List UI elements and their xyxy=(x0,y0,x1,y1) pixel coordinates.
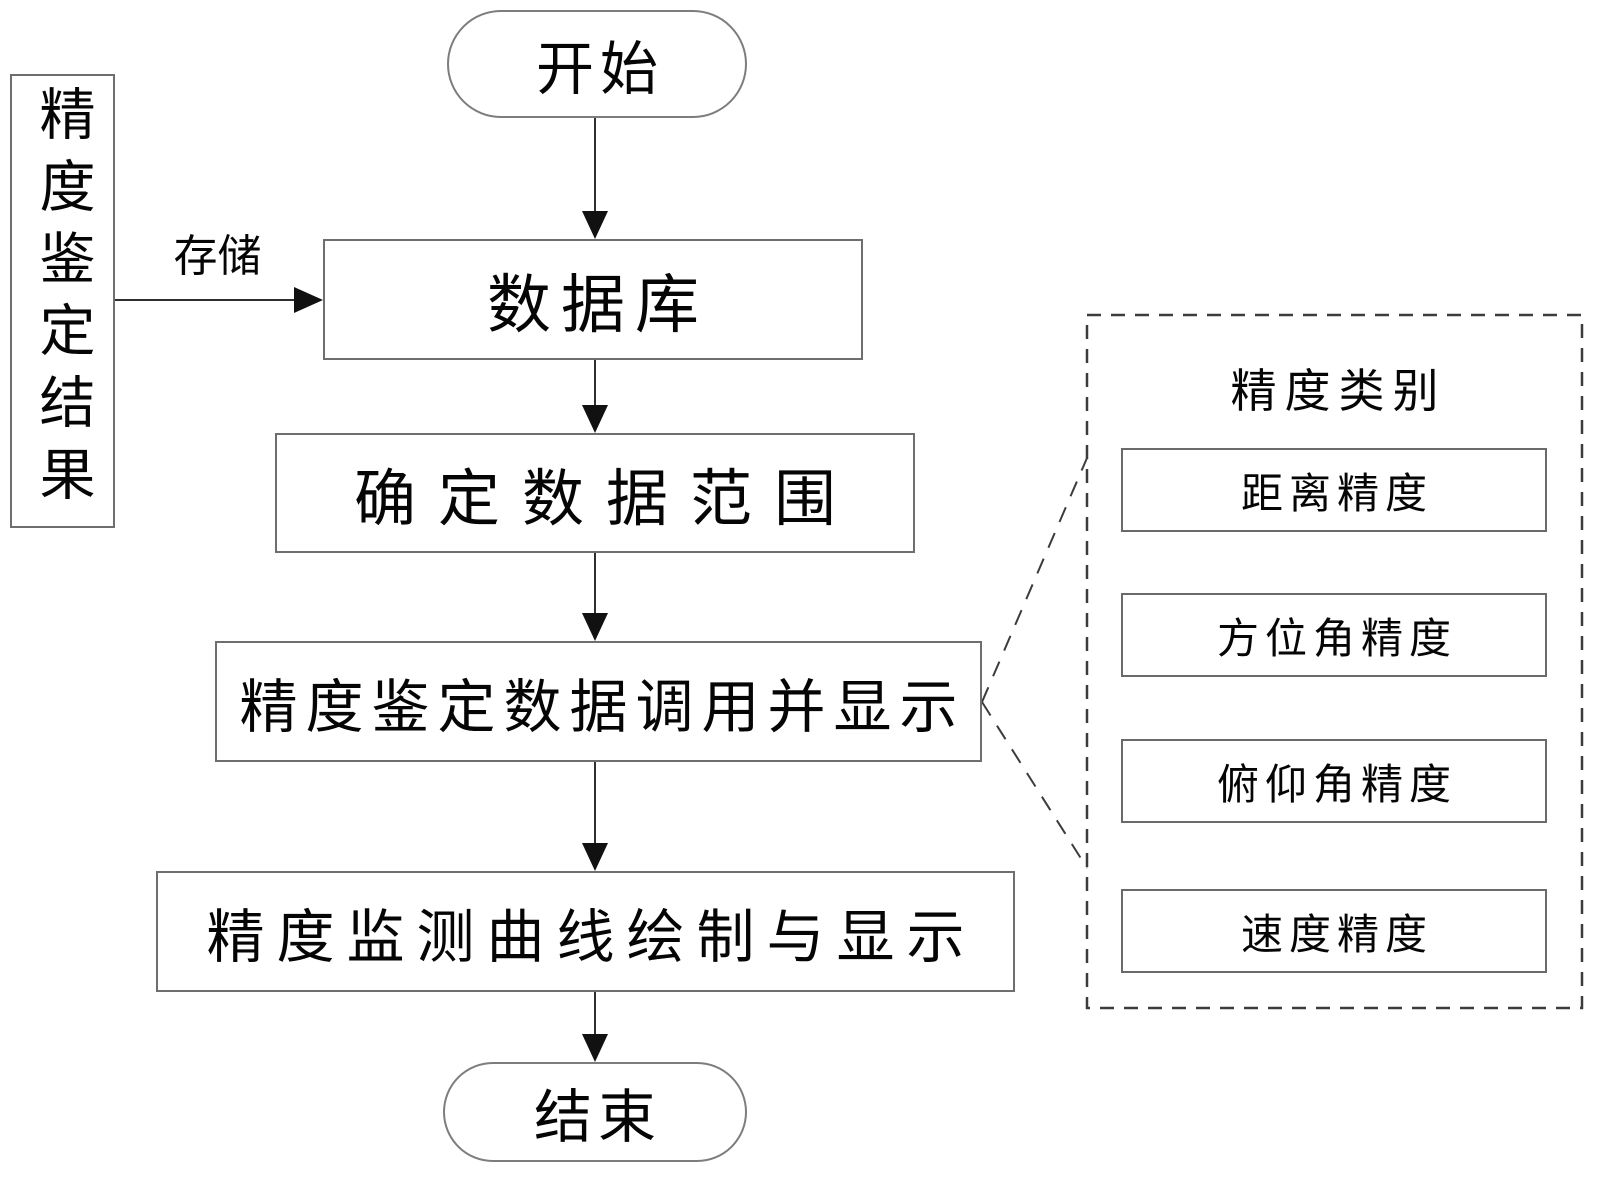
curve-display-box: 精度监测曲线绘制与显示 xyxy=(156,871,1015,992)
determine-range-label: 确定数据范围 xyxy=(353,462,858,535)
arrow-start-to-database xyxy=(582,118,608,239)
start-node: 开始 xyxy=(447,10,747,118)
category-item-label: 方位角精度 xyxy=(1216,613,1457,663)
determine-range-box: 确定数据范围 xyxy=(275,433,915,553)
result-source-box: 精度鉴定结果 xyxy=(10,74,115,528)
database-box-label: 数据库 xyxy=(487,268,709,343)
database-box: 数据库 xyxy=(323,239,863,360)
category-panel: 精度类别 距离精度 方位角精度 俯仰角精度 速度精度 xyxy=(1087,315,1582,1008)
call-display-label: 精度鉴定数据调用并显示 xyxy=(239,672,966,741)
category-item-distance: 距离精度 xyxy=(1121,448,1547,532)
category-item-label: 俯仰角精度 xyxy=(1216,759,1457,809)
store-arrow-label: 存储 xyxy=(173,231,262,282)
start-node-label: 开始 xyxy=(535,35,664,103)
category-item-velocity: 速度精度 xyxy=(1121,889,1547,973)
arrow-call-to-curve xyxy=(582,762,608,871)
end-node-label: 结束 xyxy=(533,1083,662,1151)
curve-display-label: 精度监测曲线绘制与显示 xyxy=(206,902,977,971)
dashed-link-lower xyxy=(981,701,1088,869)
store-arrow xyxy=(115,287,323,313)
arrow-database-to-range xyxy=(582,360,608,433)
dashed-link-upper xyxy=(981,457,1088,703)
category-item-azimuth: 方位角精度 xyxy=(1121,593,1547,677)
call-display-box: 精度鉴定数据调用并显示 xyxy=(215,641,982,762)
category-item-label: 距离精度 xyxy=(1240,468,1433,518)
end-node: 结束 xyxy=(443,1062,747,1162)
arrow-curve-to-end xyxy=(582,992,608,1062)
category-item-pitch: 俯仰角精度 xyxy=(1121,739,1547,823)
category-item-label: 速度精度 xyxy=(1240,909,1433,959)
arrow-range-to-call xyxy=(582,553,608,641)
category-panel-title: 精度类别 xyxy=(1230,364,1447,418)
result-source-label: 精度鉴定结果 xyxy=(30,85,95,517)
